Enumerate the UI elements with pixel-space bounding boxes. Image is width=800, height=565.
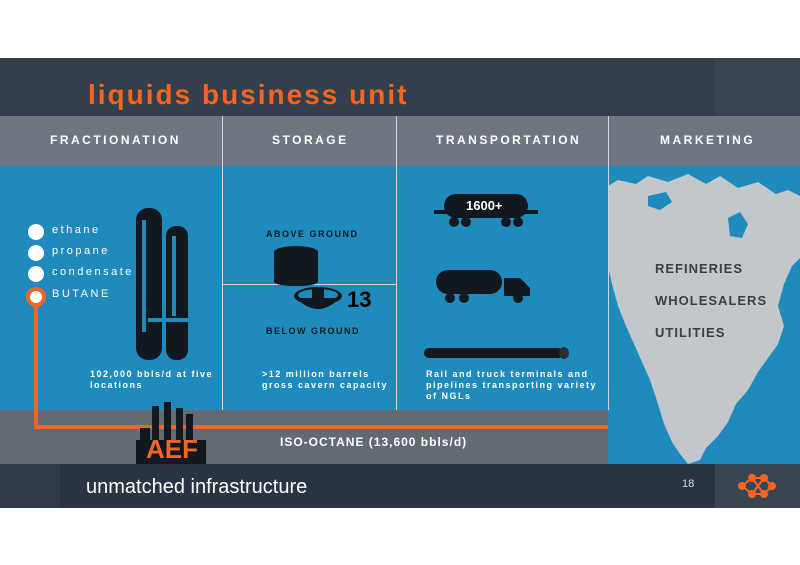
fractionation-caption-1: 102,000 bbls/d at five <box>90 369 214 379</box>
page-number: 18 <box>682 478 695 490</box>
header-storage: STORAGE <box>272 133 349 147</box>
title-bar-right <box>715 58 800 116</box>
tanker-truck-icon <box>436 270 530 303</box>
column-divider <box>222 116 223 410</box>
title-bar <box>0 58 715 116</box>
above-ground-label: ABOVE GROUND <box>266 229 359 239</box>
railcar-count: 1600+ <box>466 198 503 213</box>
header-transportation: TRANSPORTATION <box>436 133 582 147</box>
product-butane: BUTANE <box>52 288 111 300</box>
aef-label: AEF <box>146 434 198 464</box>
marketing-refineries: REFINERIES <box>655 261 744 276</box>
ethane-dot <box>28 224 44 240</box>
pipeline-icon <box>424 347 569 359</box>
storage-caption-2: gross cavern capacity <box>262 380 389 390</box>
company-logo-icon <box>738 474 776 498</box>
product-condensate: condensate <box>52 266 134 278</box>
marketing-utilities: UTILITIES <box>655 325 726 340</box>
propane-dot <box>28 245 44 261</box>
slide-title: liquids business unit <box>88 79 409 110</box>
marketing-wholesalers: WHOLESALERS <box>655 293 768 308</box>
column-divider <box>608 116 609 410</box>
column-header-row <box>0 116 800 166</box>
storage-caption-1: >12 million barrels <box>262 369 370 379</box>
transportation-caption-2: pipelines transporting variety <box>426 380 598 390</box>
transportation-caption-1: Rail and truck terminals and <box>426 369 589 379</box>
north-america-map-icon <box>608 174 800 464</box>
product-propane: propane <box>52 245 110 257</box>
header-marketing: MARKETING <box>660 133 756 147</box>
fractionation-caption-2: locations <box>90 380 144 390</box>
column-divider <box>396 116 397 410</box>
header-fractionation: FRACTIONATION <box>50 133 181 147</box>
fractionation-tower-icon <box>136 208 192 360</box>
cavern-count: 13 <box>347 287 372 312</box>
transportation-caption-3: of NGLs <box>426 391 472 401</box>
footer-left <box>0 464 60 508</box>
storage-tank-icon <box>274 246 318 286</box>
footer-tagline: unmatched infrastructure <box>86 476 308 498</box>
condensate-dot <box>28 266 44 282</box>
product-ethane: ethane <box>52 224 101 236</box>
iso-octane-band <box>0 410 608 464</box>
iso-octane-label: ISO-OCTANE (13,600 bbls/d) <box>280 435 468 449</box>
refinery-icon <box>136 402 206 466</box>
railcar-icon <box>434 194 538 227</box>
cavern-icon <box>294 287 342 309</box>
below-ground-label: BELOW GROUND <box>266 326 360 336</box>
footer-bar <box>0 464 800 508</box>
